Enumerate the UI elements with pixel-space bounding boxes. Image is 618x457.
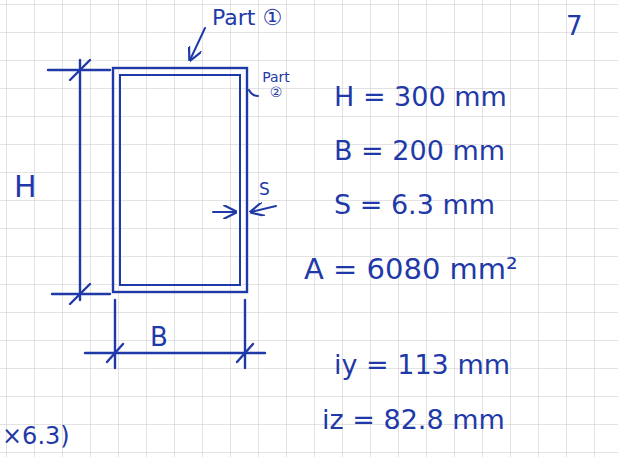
- dimension-tick: [70, 60, 90, 80]
- part-label: Part ①: [212, 6, 282, 30]
- dimension-tick: [107, 344, 123, 362]
- dimension-line: [79, 60, 81, 300]
- part-label: Part ②: [256, 70, 296, 101]
- outer-wall: [113, 68, 247, 292]
- radius-of-gyration: iy = 113 mm: [334, 350, 510, 380]
- dimension-letter: S: [259, 180, 270, 199]
- extension-line: [114, 300, 116, 368]
- dimension-line: [85, 352, 265, 354]
- thickness-arrow: [251, 206, 276, 212]
- dimension-value: H = 300 mm: [334, 82, 507, 112]
- page-number: 7: [566, 12, 583, 41]
- dimension-letter: B: [150, 323, 168, 352]
- dimension-tick: [237, 344, 253, 362]
- dimension-value: B = 200 mm: [334, 136, 505, 166]
- extension-line: [244, 300, 246, 368]
- inner-wall: [120, 75, 240, 285]
- radius-of-gyration: iz = 82.8 mm: [322, 405, 505, 435]
- dimension-value: S = 6.3 mm: [334, 190, 495, 220]
- leader-line: [249, 90, 258, 96]
- thickness-arrow: [213, 211, 236, 213]
- dimension-tick: [70, 284, 90, 304]
- ink: [48, 28, 276, 368]
- area-value: A = 6080 mm²: [304, 254, 518, 286]
- leader-arrow: [190, 28, 205, 60]
- note-fragment: ×6.3): [2, 423, 70, 449]
- dimension-letter: H: [14, 170, 37, 203]
